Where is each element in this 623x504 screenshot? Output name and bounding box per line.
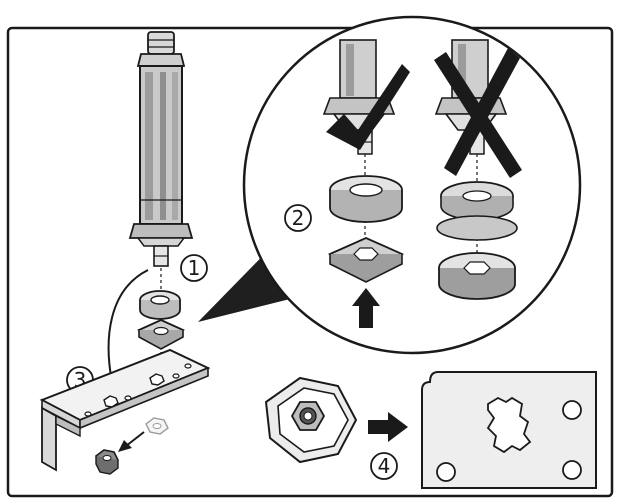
arrow-right-icon — [368, 412, 408, 442]
plate-hole — [562, 400, 582, 420]
washer — [136, 319, 186, 350]
incorrect-assembly — [434, 39, 518, 300]
check-mark-icon — [326, 64, 410, 150]
nut-arrow — [118, 431, 145, 452]
hex-nut — [94, 449, 120, 475]
plate-hole — [562, 460, 582, 480]
step-2-marker: 2 — [284, 204, 312, 232]
push-up-arrow — [352, 288, 380, 328]
bracket-plate-closeup — [421, 371, 597, 489]
step-1-marker: 1 — [180, 254, 208, 282]
filter-cartridge — [128, 31, 194, 267]
cross-mark-icon — [434, 48, 522, 178]
step-4-number: 4 — [378, 454, 391, 478]
step-1-number: 1 — [188, 256, 201, 280]
nut-top-view — [264, 376, 358, 464]
ghost-nut — [145, 417, 169, 435]
step-4-marker: 4 — [370, 452, 398, 480]
step-2-number: 2 — [292, 206, 305, 230]
plate-hole — [436, 462, 456, 482]
correct-assembly — [322, 39, 405, 328]
adapter-nut — [139, 290, 181, 320]
magnified-detail: 2 — [242, 15, 582, 355]
mounting-bracket — [39, 348, 211, 472]
keyed-mounting-hole — [486, 396, 532, 454]
